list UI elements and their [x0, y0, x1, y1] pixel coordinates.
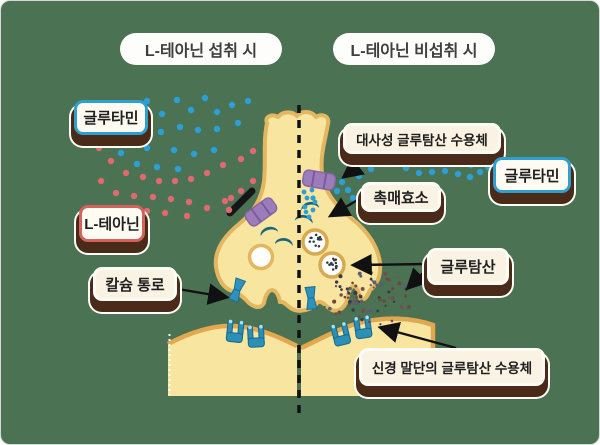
label-calcium-channel: 칼슘 통로	[93, 267, 177, 301]
label-nerve-terminal-receptor: 신경 말단의 글루탐산 수용체	[359, 348, 545, 386]
enzyme-shapes	[259, 195, 320, 246]
glutamate-vesicle-1	[301, 228, 329, 256]
glutamine-inside-terminal	[301, 187, 318, 220]
label-metabotropic-receptor: 대사성 글루탐산 수용체	[343, 123, 501, 154]
title-left: L-테아닌 섭취 시	[120, 33, 282, 65]
annotation-arrows	[177, 152, 457, 350]
glutamate-vesicle-2	[318, 251, 346, 279]
glutamine-molecules	[115, 94, 492, 202]
label-l-theanine: L-테아닌	[79, 205, 145, 242]
label-glutamine-left: 글루타민	[74, 100, 148, 135]
empty-vesicle	[247, 243, 275, 271]
label-glutamine-right: 글루타민	[493, 157, 571, 193]
block-bar	[226, 187, 256, 217]
title-right: L-테아닌 비섭취 시	[333, 33, 495, 65]
l-theanine-molecules	[95, 144, 257, 220]
released-glutamate-cloud	[323, 268, 411, 326]
label-glutamate: 글루탐산	[427, 248, 509, 285]
label-catalytic-enzyme: 촉매효소	[361, 182, 441, 212]
